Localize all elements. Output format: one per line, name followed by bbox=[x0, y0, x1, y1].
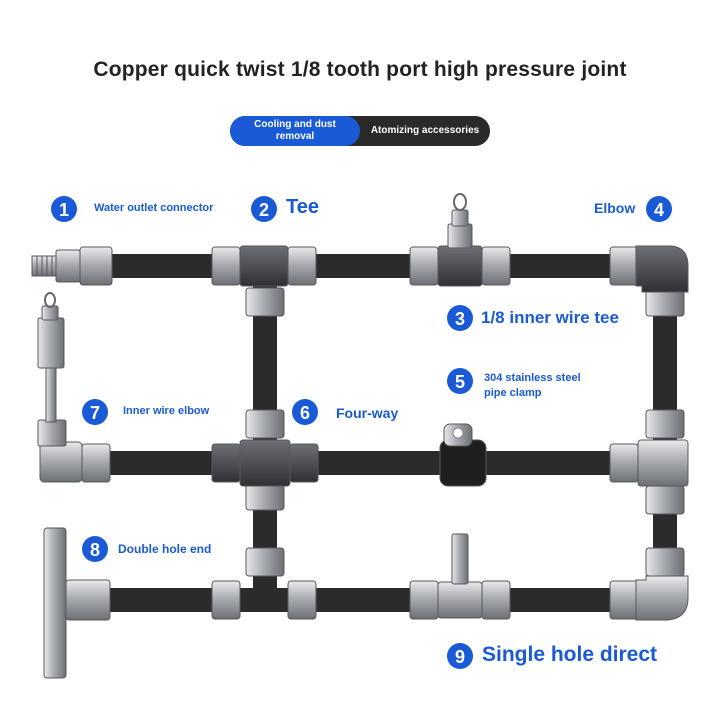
fitting-four-way bbox=[239, 439, 291, 487]
fitting-inner-wire-elbow bbox=[37, 292, 83, 483]
fitting-inner-wire-tee bbox=[437, 193, 483, 287]
badge-circle bbox=[51, 196, 77, 222]
badge-number: 1 bbox=[59, 200, 69, 220]
fitting-elbow-bottom bbox=[635, 575, 689, 621]
fitting-pipe-clamp bbox=[439, 423, 487, 487]
label-water-outlet-connector: Water outlet connector bbox=[94, 202, 214, 214]
nuts-vertical bbox=[245, 287, 685, 577]
label-pipe-clamp: 304 stainless steel pipe clamp bbox=[484, 372, 581, 399]
badge-number: 9 bbox=[455, 647, 465, 667]
fitting-tee-right bbox=[637, 439, 689, 487]
pipe-top bbox=[110, 254, 670, 278]
badge-number: 5 bbox=[455, 372, 465, 392]
nuts-horizontal bbox=[81, 246, 639, 620]
badge-circle bbox=[447, 643, 473, 669]
fitting-water-outlet-connector bbox=[31, 246, 113, 286]
part-badge-1: 1 bbox=[51, 196, 77, 222]
badge-circle bbox=[646, 196, 672, 222]
badge-number: 4 bbox=[654, 200, 664, 220]
label-inner-wire-tee: 1/8 inner wire tee bbox=[481, 308, 619, 327]
page-title: Copper quick twist 1/8 tooth port high p… bbox=[93, 58, 627, 81]
tab-atomizing-accessories[interactable]: Atomizing accessories bbox=[370, 125, 480, 136]
fitting-double-hole-end bbox=[43, 527, 111, 679]
part-badge-4: 4 bbox=[646, 196, 672, 222]
label-double-hole-end: Double hole end bbox=[118, 542, 212, 556]
badge-circle bbox=[82, 399, 108, 425]
part-badge-2: 2 bbox=[251, 196, 277, 222]
fitting-tee bbox=[239, 245, 289, 287]
badge-number: 6 bbox=[300, 403, 310, 423]
label-tee: Tee bbox=[286, 196, 319, 218]
badge-number: 7 bbox=[90, 403, 100, 423]
badge-number: 2 bbox=[259, 200, 269, 220]
badge-circle bbox=[292, 399, 318, 425]
pipe-bottom bbox=[80, 588, 670, 612]
label-single-hole-direct: Single hole direct bbox=[482, 643, 658, 666]
part-badge-3: 3 bbox=[447, 305, 473, 331]
fitting-single-hole-direct bbox=[437, 533, 483, 619]
badge-number: 8 bbox=[90, 540, 100, 560]
part-badge-8: 8 bbox=[82, 536, 108, 562]
part-badge-9: 9 bbox=[447, 643, 473, 669]
label-four-way: Four-way bbox=[336, 405, 399, 421]
badge-circle bbox=[447, 368, 473, 394]
tab-cooling-dust-removal[interactable]: Cooling and dust removal bbox=[230, 116, 360, 146]
badge-circle bbox=[251, 196, 277, 222]
label-elbow: Elbow bbox=[594, 200, 636, 216]
fitting-elbow-top bbox=[635, 245, 689, 293]
part-badge-6: 6 bbox=[292, 399, 318, 425]
label-inner-wire-elbow: Inner wire elbow bbox=[123, 405, 210, 417]
part-badge-5: 5 bbox=[447, 368, 473, 394]
part-badge-7: 7 bbox=[82, 399, 108, 425]
badge-number: 3 bbox=[455, 309, 465, 329]
badge-circle bbox=[82, 536, 108, 562]
category-tabs: Cooling and dust removal Atomizing acces… bbox=[230, 116, 490, 146]
badge-circle bbox=[447, 305, 473, 331]
pipe-middle bbox=[80, 451, 670, 475]
